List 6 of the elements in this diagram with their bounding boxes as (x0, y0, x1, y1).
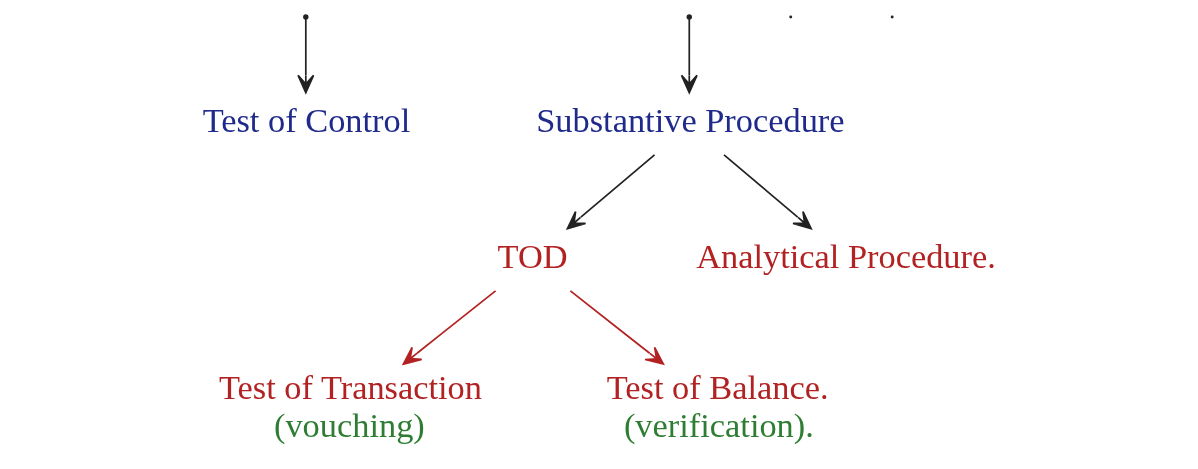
node-text: Substantive Procedure (536, 101, 845, 140)
node-text: Test of Transaction (vouching) (218, 367, 482, 444)
node-text: TOD (497, 237, 568, 276)
node-text: Analytical Procedure. (696, 237, 996, 276)
node-text: Test of Balance. (verification). (606, 367, 829, 444)
node-text: Test of Control (202, 101, 411, 140)
